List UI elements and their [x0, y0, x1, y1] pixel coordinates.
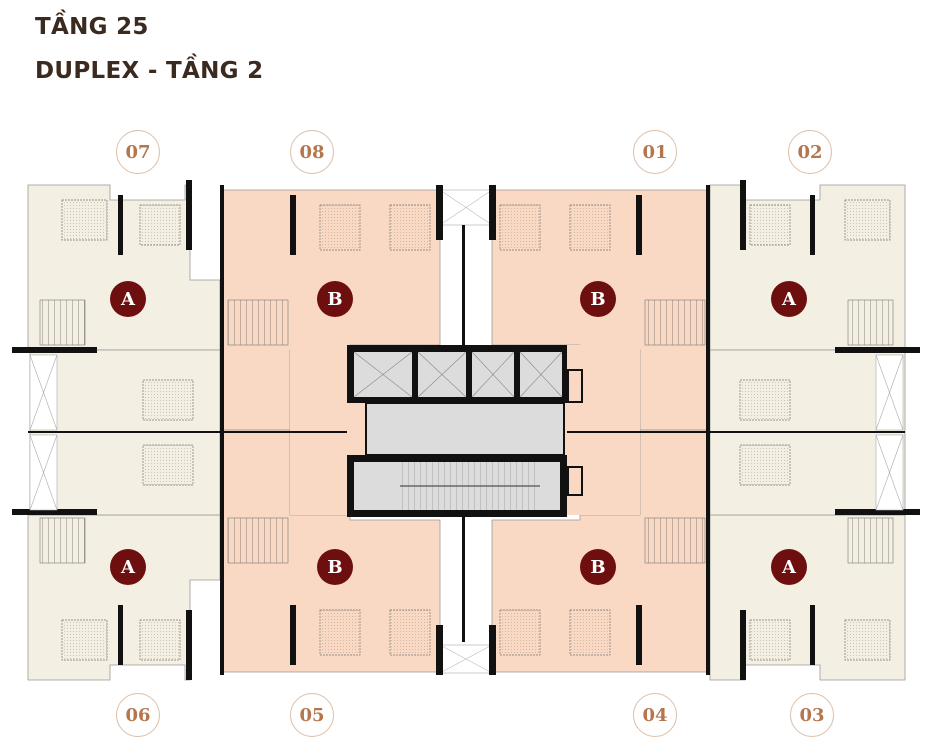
type-badge-b-unit-04[interactable]: B: [580, 549, 616, 585]
type-badge-b-unit-08[interactable]: B: [317, 281, 353, 317]
unit-number-02[interactable]: 02: [788, 130, 832, 174]
type-badge-a-unit-03[interactable]: A: [771, 549, 807, 585]
unit-number-05[interactable]: 05: [290, 693, 334, 737]
elevator-core: [347, 345, 583, 517]
type-badge-a-unit-02[interactable]: A: [771, 281, 807, 317]
type-badge-a-unit-07[interactable]: A: [110, 281, 146, 317]
unit-number-01[interactable]: 01: [633, 130, 677, 174]
floor-title: TẦNG 25: [35, 14, 149, 40]
floor-plan: [12, 180, 920, 681]
unit-number-08[interactable]: 08: [290, 130, 334, 174]
unit-number-06[interactable]: 06: [116, 693, 160, 737]
type-badge-b-unit-01[interactable]: B: [580, 281, 616, 317]
type-badge-a-unit-06[interactable]: A: [110, 549, 146, 585]
unit-number-07[interactable]: 07: [116, 130, 160, 174]
unit-number-04[interactable]: 04: [633, 693, 677, 737]
duplex-subtitle: DUPLEX - TẦNG 2: [35, 58, 264, 84]
type-badge-b-unit-05[interactable]: B: [317, 549, 353, 585]
unit-number-03[interactable]: 03: [790, 693, 834, 737]
